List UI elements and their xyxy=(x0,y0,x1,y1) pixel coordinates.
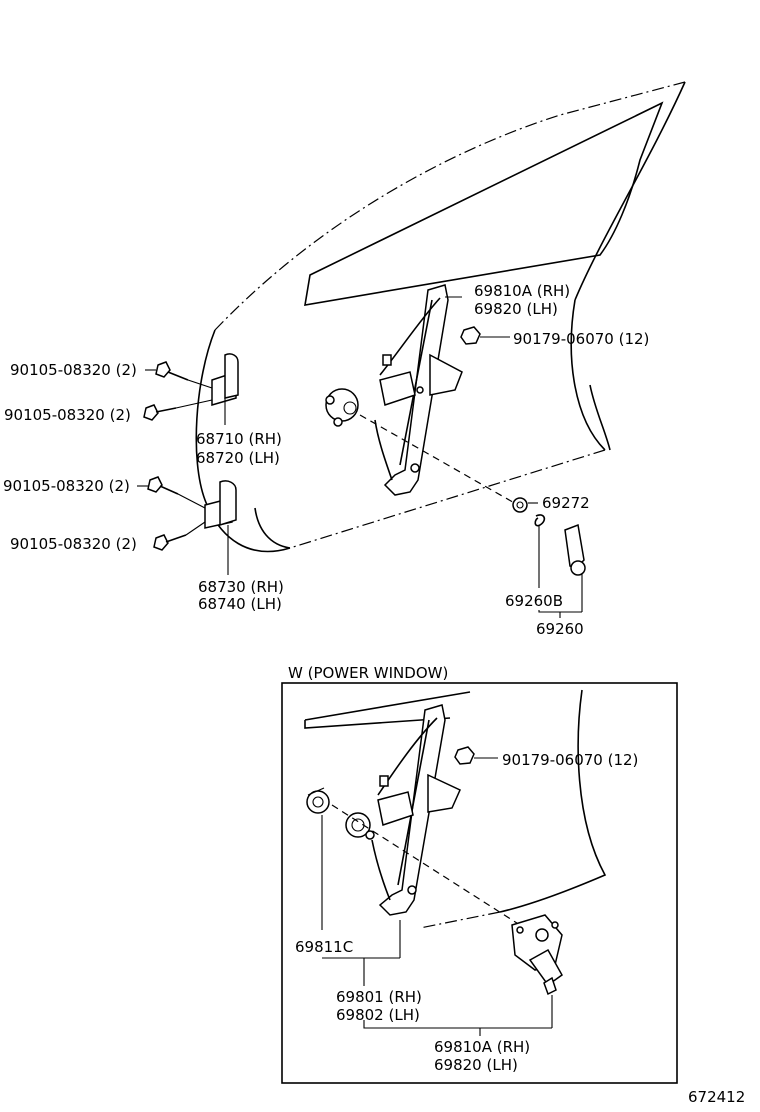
gear-label: 69811C xyxy=(295,938,353,956)
washer-icon xyxy=(512,497,538,513)
washer-label: 69272 xyxy=(542,494,590,512)
power-window-title: W (POWER WINDOW) xyxy=(288,664,448,682)
bolt-icon xyxy=(143,399,213,421)
hinge-upper-label: 68720 (LH) xyxy=(196,449,280,467)
pw-regulator-label: 69810A (RH) xyxy=(434,1038,530,1056)
bolt-label: 90105-08320 (2) xyxy=(4,406,131,424)
window-regulator-manual xyxy=(325,284,463,496)
leader-dashed xyxy=(359,414,519,506)
window-motor-icon xyxy=(511,914,563,1028)
bolt-label: 90105-08320 (2) xyxy=(10,361,137,379)
nut-icon xyxy=(460,326,510,345)
door-panel-outline xyxy=(195,81,686,553)
upper-hinge xyxy=(211,353,239,425)
nut-icon xyxy=(454,746,498,765)
regulator-label: 69820 (LH) xyxy=(474,300,558,318)
clip-icon xyxy=(534,514,546,588)
leader-lines xyxy=(322,957,552,1036)
clip-label: 69260B xyxy=(505,592,563,610)
hinge-upper-label: 68710 (RH) xyxy=(196,430,282,448)
lower-hinge xyxy=(204,480,237,575)
window-regulator-power xyxy=(345,704,461,958)
motor-label: 69802 (LH) xyxy=(336,1006,420,1024)
nut-label: 90179-06070 (12) xyxy=(513,330,649,348)
bolt-icon xyxy=(145,361,213,389)
handle-label: 69260 xyxy=(536,620,584,638)
bolt-icon xyxy=(137,476,206,509)
window-crank-handle-icon xyxy=(538,523,586,618)
power-window-frame xyxy=(281,682,678,1084)
bolt-label: 90105-08320 (2) xyxy=(3,477,130,495)
leader-dashed xyxy=(331,804,521,926)
drawing-number: 672412 xyxy=(688,1088,745,1106)
gear-icon xyxy=(306,787,330,930)
hinge-lower-label: 68740 (LH) xyxy=(198,595,282,613)
nut-label: 90179-06070 (12) xyxy=(502,751,638,769)
motor-label: 69801 (RH) xyxy=(336,988,422,1006)
bolt-label: 90105-08320 (2) xyxy=(10,535,137,553)
pw-regulator-label: 69820 (LH) xyxy=(434,1056,518,1074)
regulator-label: 69810A (RH) xyxy=(474,282,570,300)
hinge-lower-label: 68730 (RH) xyxy=(198,578,284,596)
bolt-icon xyxy=(153,521,206,551)
